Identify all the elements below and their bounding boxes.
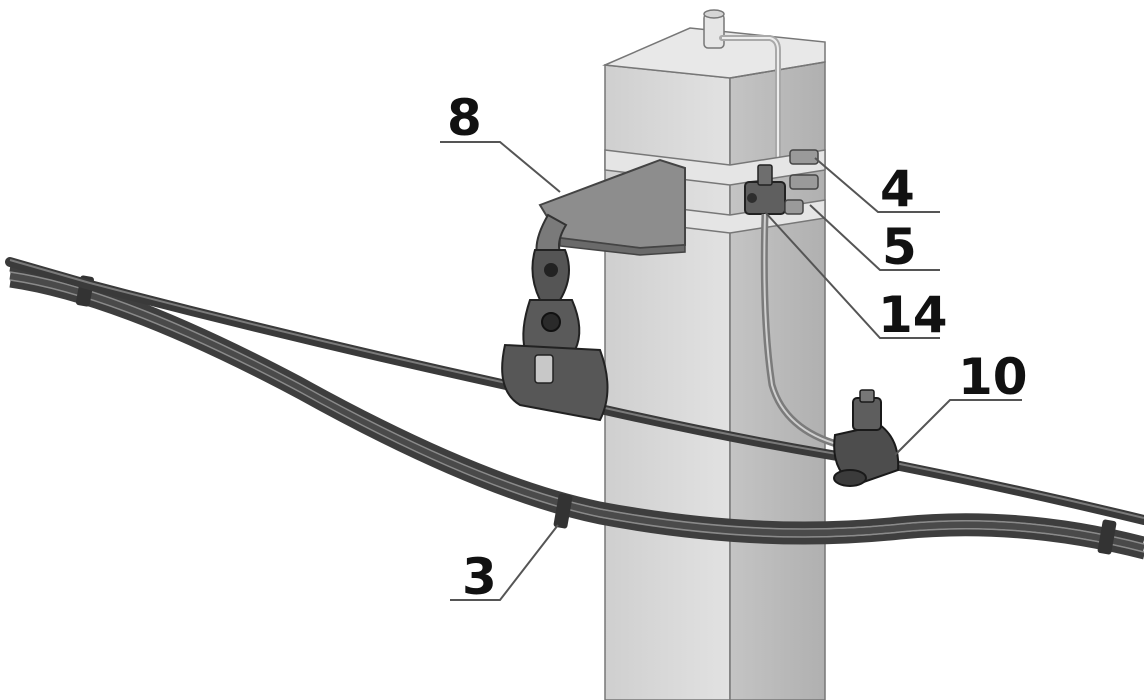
leader-line-4 xyxy=(814,157,940,213)
suspension-bracket xyxy=(535,158,686,272)
leader-line-10 xyxy=(894,399,1022,456)
callout-labels: 8 4 5 14 10 3 xyxy=(447,89,1028,606)
pole-piercing-clamp xyxy=(744,149,841,449)
line-piercing-clamp xyxy=(833,389,900,487)
leader-line-8 xyxy=(440,141,561,193)
suspension-clamp xyxy=(501,249,609,422)
ground-cap xyxy=(703,13,725,49)
callout-4: 4 xyxy=(880,160,915,218)
cable-tie xyxy=(1097,519,1117,555)
callout-3: 3 xyxy=(462,548,497,606)
bundled-cable xyxy=(9,264,1144,560)
callout-14: 14 xyxy=(878,286,948,344)
cable-tie xyxy=(553,493,573,529)
concrete-pole xyxy=(602,9,826,700)
callout-5: 5 xyxy=(882,218,917,276)
messenger-cable xyxy=(5,257,1144,525)
callout-8: 8 xyxy=(447,89,482,147)
leader-line-3 xyxy=(450,524,559,601)
callout-10: 10 xyxy=(958,348,1028,406)
leader-line-5 xyxy=(809,204,940,271)
leader-line-14 xyxy=(764,211,940,339)
leader-lines xyxy=(440,141,1022,601)
